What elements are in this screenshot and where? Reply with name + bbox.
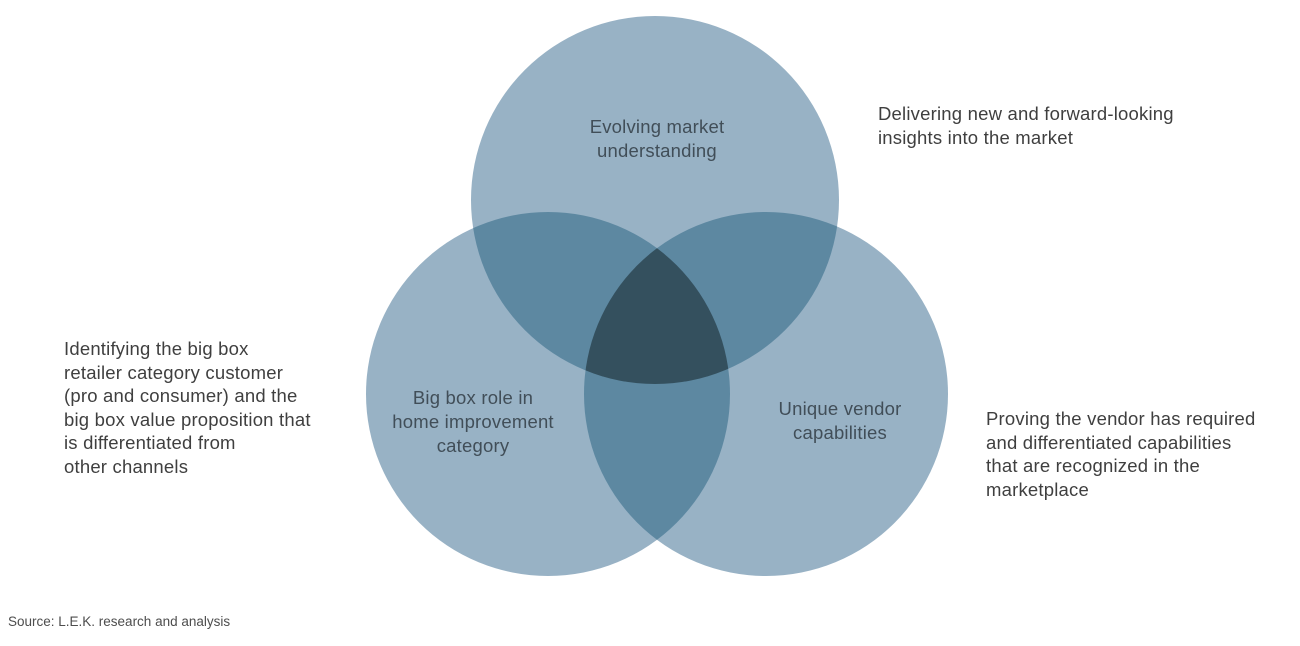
circle-label-evolving-market: Evolving market understanding <box>589 116 725 161</box>
overlap-center-inner <box>584 212 730 384</box>
circle-label-big-box-role: Big box role in home improvement categor… <box>392 387 554 456</box>
annotation-left: Identifying the big box retailer categor… <box>64 338 311 477</box>
source-note: Source: L.E.K. research and analysis <box>8 614 231 629</box>
circle-label-unique-vendor: Unique vendor capabilities <box>778 398 902 443</box>
annotation-top-right: Delivering new and forward-looking insig… <box>878 103 1174 148</box>
overlap-all-three <box>584 212 730 384</box>
annotation-right: Proving the vendor has required and diff… <box>986 408 1256 500</box>
overlap-center-outer <box>584 212 730 384</box>
